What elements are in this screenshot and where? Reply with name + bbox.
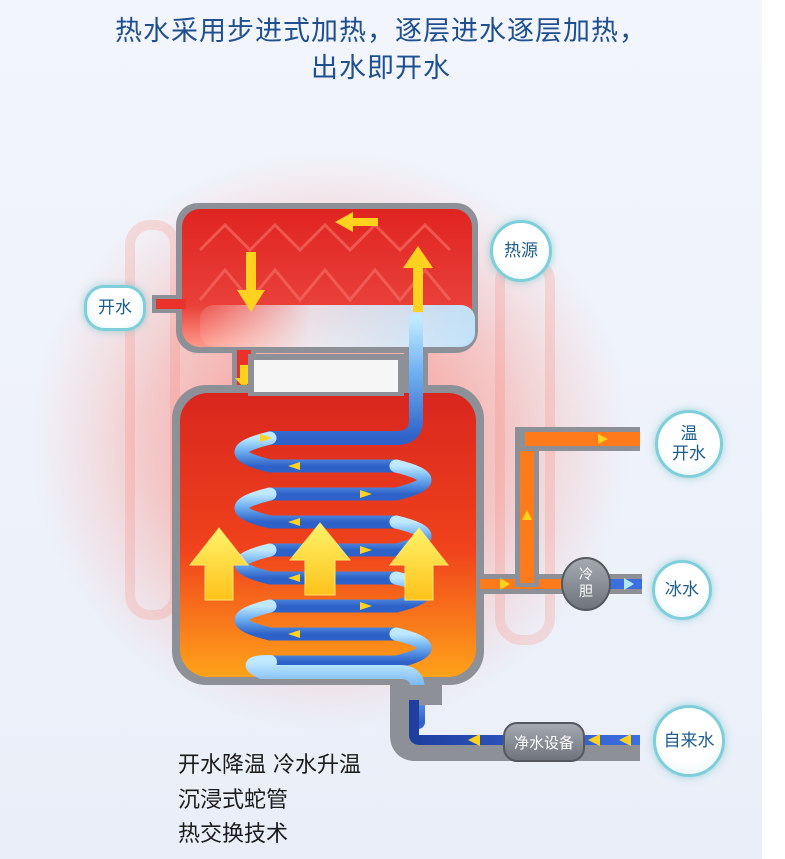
- tap-water-label: 自来水: [663, 731, 715, 751]
- title-line-2: 出水即开水: [311, 53, 451, 84]
- boiling-water-bubble: 开水: [84, 285, 146, 331]
- right-margin: [762, 0, 785, 859]
- caption-line-3: 热交换技术: [178, 822, 289, 847]
- warm-water-label: 温 开水: [672, 424, 706, 464]
- heat-source-label: 热源: [504, 241, 538, 261]
- heat-source-bubble: 热源: [490, 220, 552, 282]
- ice-water-bubble: 冰水: [652, 560, 712, 620]
- warm-water-bubble: 温 开水: [655, 410, 723, 478]
- cold-tank-label: 冷 胆: [579, 567, 593, 600]
- title-line-1: 热水采用步进式加热，逐层进水逐层加热，: [115, 16, 647, 47]
- cold-tank-chip: 冷 胆: [561, 557, 611, 611]
- caption-line-2: 沉浸式蛇管: [178, 788, 289, 813]
- boiling-water-label: 开水: [98, 298, 132, 318]
- ice-water-label: 冰水: [665, 580, 699, 600]
- purifier-chip: 净水设备: [503, 722, 585, 762]
- purifier-label: 净水设备: [513, 733, 574, 752]
- caption-line-1: 开水降温 冷水升温: [178, 753, 361, 778]
- tap-water-bubble: 自来水: [653, 705, 725, 777]
- heating-diagram: [30, 150, 642, 761]
